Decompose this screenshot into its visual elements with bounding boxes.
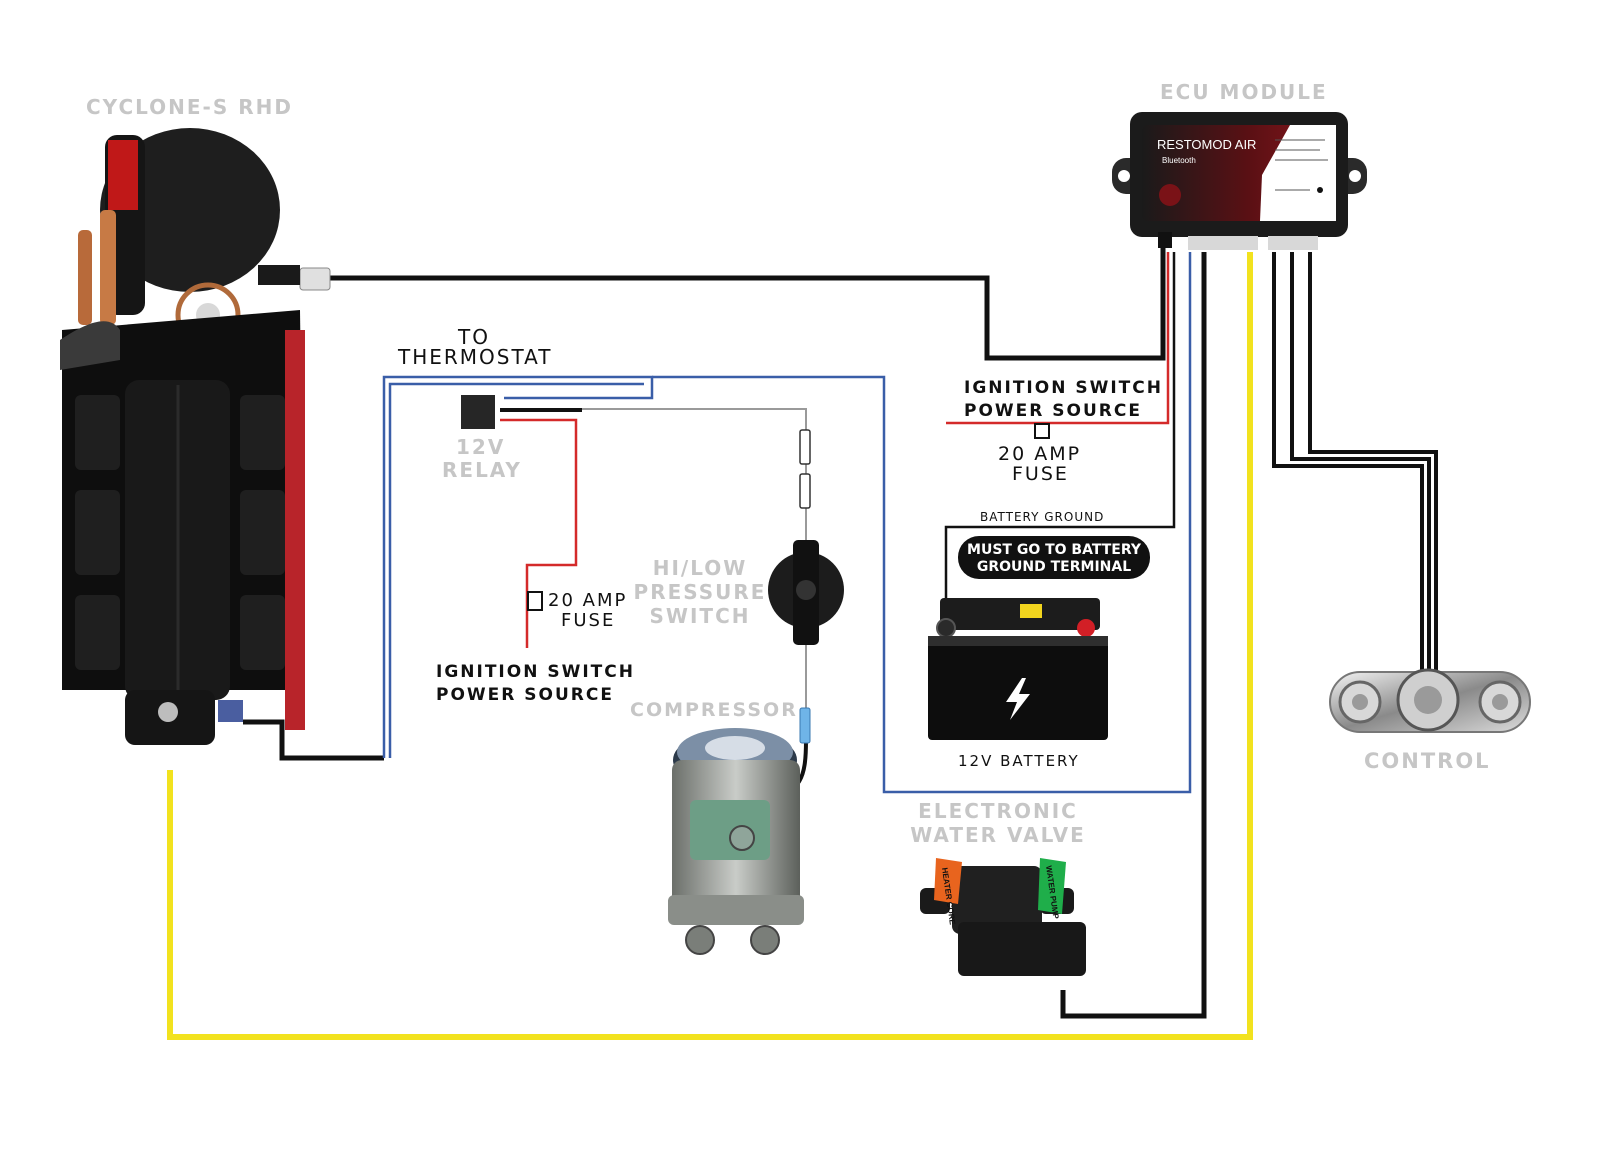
- relay: [461, 395, 495, 429]
- compressor-label: COMPRESSOR: [630, 699, 798, 721]
- black-wire-unit-bottom: [243, 719, 384, 761]
- battery-ground-label: BATTERY GROUND: [980, 510, 1104, 524]
- fuse-lower-label: FUSE: [561, 610, 615, 631]
- ecu-bluetooth-text: Bluetooth: [1162, 156, 1196, 165]
- pressure-switch: [768, 429, 844, 744]
- power-source-label-upper: POWER SOURCE: [964, 401, 1142, 421]
- blue-wire-thermostat-inner: [388, 382, 644, 758]
- control-wire-2: [1290, 252, 1431, 680]
- black-wire-battery-ground: [944, 252, 1176, 606]
- power-source-label-lower: POWER SOURCE: [436, 685, 614, 705]
- ecu-module: RESTOMOD AIR Bluetooth: [1112, 112, 1367, 250]
- black-wire-water-valve: [1060, 252, 1207, 1019]
- thermostat-label: THERMOSTAT: [397, 345, 553, 369]
- water-valve-label: WATER VALVE: [910, 823, 1086, 847]
- wires: [167, 245, 1438, 1040]
- fuse-box-relay: [527, 591, 543, 611]
- battery: [928, 598, 1108, 740]
- water-valve: HEATER CORE WATER PUMP: [920, 858, 1086, 976]
- red-wire-ignition-ecu: [946, 252, 1170, 425]
- to-label: TO: [457, 325, 490, 349]
- compressor: [668, 728, 804, 955]
- relay-label: RELAY: [442, 458, 522, 482]
- water-pump-tag: [1038, 858, 1066, 914]
- ecu-brand-text: RESTOMOD AIR: [1157, 137, 1256, 152]
- ignition-switch-label-lower: IGNITION SWITCH: [436, 662, 635, 682]
- yellow-wire: [167, 252, 1253, 1040]
- lightning-icon: [1006, 678, 1030, 720]
- control-wire-3: [1308, 252, 1438, 680]
- black-wire-ecu-power: [330, 245, 1166, 361]
- fuse-lower-amp-label: 20 AMP: [548, 590, 627, 611]
- hilow-label: HI/LOW: [653, 556, 748, 580]
- cyclone-label: CYCLONE-S RHD: [86, 95, 293, 119]
- heater-core-tag: [934, 858, 962, 904]
- switch-label: SWITCH: [650, 604, 751, 628]
- control-wire-1: [1272, 252, 1424, 680]
- control-label: CONTROL: [1364, 749, 1491, 773]
- fuse-box-ignition: [1034, 423, 1050, 439]
- cyclone-unit: [60, 128, 331, 745]
- badge-line-2: GROUND TERMINAL: [977, 559, 1131, 575]
- battery-label: 12V BATTERY: [958, 752, 1080, 770]
- fuse-upper-amp-label: 20 AMP: [998, 443, 1081, 465]
- blue-wire-ecu: [652, 252, 1192, 794]
- control-panel: [1329, 668, 1531, 733]
- ecu-label: ECU MODULE: [1160, 80, 1328, 104]
- electronic-label: ELECTRONIC: [918, 799, 1078, 823]
- badge-line-1: MUST GO TO BATTERY: [967, 542, 1142, 558]
- fuse-upper-label: FUSE: [1012, 463, 1069, 485]
- relay-12v-label: 12V: [456, 435, 505, 459]
- battery-warning-badge: [958, 536, 1150, 579]
- pressure-label: PRESSURE: [634, 580, 767, 604]
- ignition-switch-label-upper: IGNITION SWITCH: [964, 378, 1163, 398]
